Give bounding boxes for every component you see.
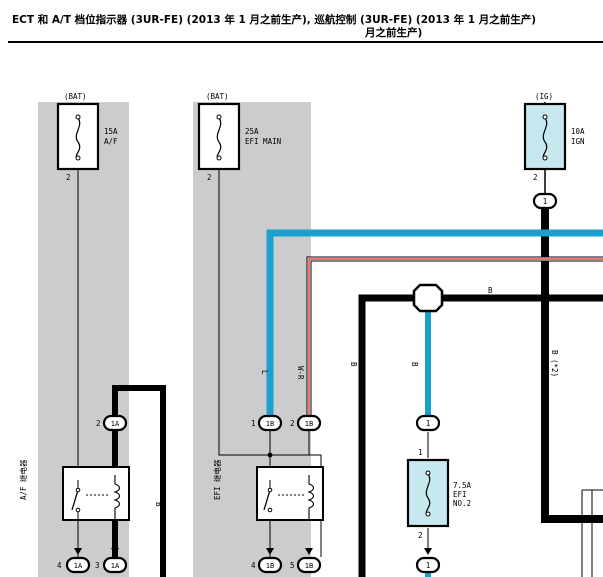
junction-dot (267, 452, 273, 458)
connector-efi-bot-right-pin: 5 (290, 561, 295, 570)
wire-label-l: L (260, 370, 269, 375)
fuse-efi2-name-1: EFI (453, 490, 467, 499)
connector-efi2-in-label: 1 (426, 419, 431, 428)
fuse-af-pin: 2 (66, 173, 71, 182)
bat1-label: (BAT) (64, 92, 87, 101)
connector-af-top-id: 1A (111, 420, 120, 428)
title-rule (8, 41, 603, 43)
wire-label-b-v1: B (349, 362, 358, 367)
connector-efi2-out (415, 556, 441, 574)
connector-efi2-out-label: 1 (426, 561, 431, 570)
connector-efi-top-right-id: 1B (305, 420, 313, 428)
connector-arrows (74, 548, 432, 555)
fuse-ign-rating: 10A (571, 127, 585, 136)
connector-efi-bot-right-id: 1B (305, 562, 313, 570)
connector-af-top-pin: 2 (96, 419, 101, 428)
fuse-ign (523, 102, 567, 171)
relay-efi-label: EFI 继电器 (212, 459, 222, 500)
wire-label-b-h: B (488, 286, 493, 295)
wire-label-wr: W-R (296, 366, 305, 380)
connector-af-bot-left-id: 1A (74, 562, 83, 570)
relay-af-label: A/F 继电器 (18, 459, 28, 500)
wire-label-b-v2: B (410, 362, 419, 367)
fuse-efi-main-name: EFI MAIN (245, 137, 281, 146)
connector-ign-out-label: 1 (543, 197, 548, 206)
fuse-efi-main-pin: 2 (207, 173, 212, 182)
relay-efi (256, 466, 324, 521)
black-wires (112, 102, 603, 577)
connector-af-bot-left (65, 556, 91, 574)
connector-efi-bot-left-pin: 4 (251, 561, 256, 570)
connector-ign-out (532, 192, 558, 210)
fuse-af-name: A/F (104, 137, 118, 146)
fuse-ign-pin: 2 (533, 173, 538, 182)
fuse-efi-main (197, 102, 241, 171)
bat2-label: (BAT) (206, 92, 229, 101)
fuse-efi-main-rating: 25A (245, 127, 259, 136)
wire-wr-inner (307, 257, 603, 416)
fuse-af (56, 102, 100, 171)
connector-af-bot-right-id: 1A (111, 562, 120, 570)
relay-af (62, 466, 130, 521)
connector-af-bot-right (102, 556, 128, 574)
connector-efi-bot-left (257, 556, 283, 574)
connector-af-bot-right-pin: 3 (95, 561, 100, 570)
wire-wr-red (308, 258, 603, 416)
fuse-efi2-rating: 7.5A (453, 481, 472, 490)
connector-efi-bot-right (296, 556, 322, 574)
wire-wr-outer (306, 256, 603, 416)
connector-efi2-in (415, 414, 441, 432)
connector-efi-bot-left-id: 1B (266, 562, 274, 570)
connector-efi-top-right-pin: 2 (290, 419, 295, 428)
fuse-ign-name: IGN (571, 137, 585, 146)
connector-af-top (102, 414, 128, 432)
ig-label: (IG) (535, 92, 553, 101)
wire-label-b-af: B (154, 502, 163, 507)
fuse-efi2-pin-bottom: 2 (418, 531, 423, 540)
title-line-2: 月之前生产) (365, 27, 423, 39)
fuse-efi2-pin-top: 1 (418, 448, 423, 457)
wire-blue-l (266, 229, 603, 416)
connector-efi-top-right (296, 414, 322, 432)
connector-efi-top-left-id: 1B (266, 420, 274, 428)
connector-af-bot-left-pin: 4 (57, 561, 62, 570)
splice-junction-octagon (412, 283, 444, 313)
connector-efi-top-left (257, 414, 283, 432)
fuse-af-rating: 15A (104, 127, 118, 136)
connector-efi-top-left-pin: 1 (251, 419, 256, 428)
fuse-efi2-name-2: NO.2 (453, 499, 471, 508)
wire-label-b-ign: B (*2) (550, 350, 559, 377)
fuse-efi2 (406, 458, 450, 528)
title-line-1: ECT 和 A/T 档位指示器 (3UR-FE) (2013 年 1 月之前生产… (12, 14, 537, 26)
